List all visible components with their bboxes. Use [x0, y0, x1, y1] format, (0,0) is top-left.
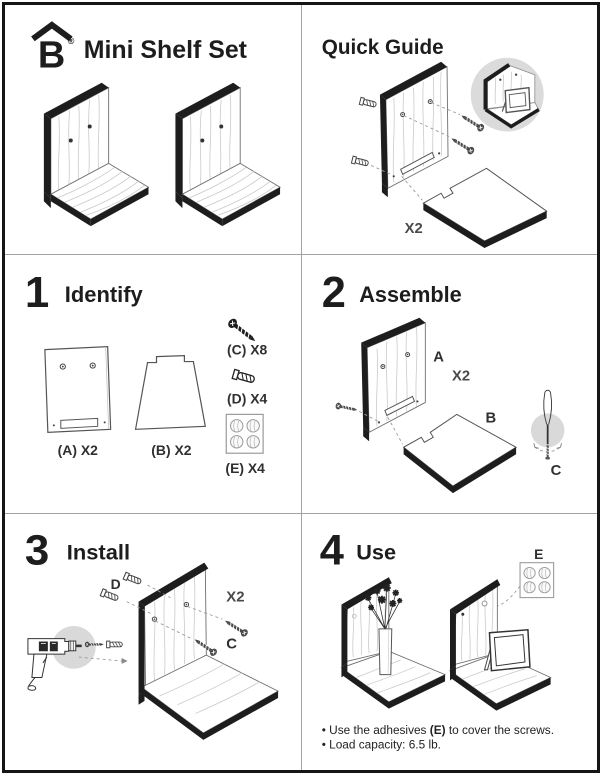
quantity-label: X2 — [405, 221, 423, 237]
step-number: 3 — [25, 527, 49, 574]
wall-anchor-icon — [231, 368, 256, 385]
wall-anchor-icon — [350, 155, 370, 168]
brand-logo: B ® — [31, 21, 75, 77]
step-title: Install — [67, 540, 130, 565]
adhesive-covers-icon — [225, 413, 264, 454]
usage-note-load: • Load capacity: 6.5 lb. — [322, 739, 441, 752]
picture-frame — [501, 86, 531, 114]
shelf-illustration — [43, 82, 150, 227]
quick-guide-title: Quick Guide — [322, 36, 444, 59]
wall-anchor-icon — [122, 571, 143, 586]
shelf-with-frame — [449, 579, 552, 711]
screw-icon — [221, 615, 251, 640]
screw-icon — [333, 400, 360, 415]
part-e-label: (E) X4 — [225, 460, 265, 476]
part-a-drawing — [44, 346, 112, 433]
label-a: A — [433, 350, 444, 366]
panel-step-3-install: 3 Install D X2 C — [5, 514, 302, 770]
part-d-label: (D) X4 — [227, 390, 268, 406]
usage-note-adhesives: • Use the adhesives (E) to cover the scr… — [322, 724, 554, 737]
adhesive-covers-icon — [519, 562, 555, 599]
part-c-label: (C) X8 — [227, 342, 268, 358]
step-title: Assemble — [359, 282, 461, 307]
panel-step-4-use: 4 Use E — [302, 514, 597, 770]
label-b: B — [486, 410, 497, 426]
assembly-diagram: A X2 B — [333, 317, 518, 494]
panel-step-1-identify: 1 Identify (A) X2 (B) X2 (C) X8 (D) X4 (… — [5, 255, 302, 514]
step-number: 1 — [25, 268, 49, 317]
screwdriver-icon — [543, 389, 553, 445]
drill-icon — [27, 638, 82, 691]
label-c: C — [226, 636, 237, 652]
quantity-label: X2 — [226, 590, 244, 606]
drill-inset — [27, 625, 128, 691]
wall-anchor-icon — [106, 640, 123, 649]
install-diagram: D X2 C — [99, 562, 280, 740]
part-b-drawing — [134, 354, 207, 430]
picture-frame — [483, 629, 531, 672]
flower-stems — [367, 588, 401, 630]
shelf-with-vase — [340, 577, 447, 709]
brand-letter: B — [38, 35, 65, 77]
exploded-shelf-diagram: X2 — [350, 61, 548, 249]
finished-shelf-inset — [470, 57, 544, 132]
part-a-label: (A) X2 — [58, 442, 99, 458]
label-d: D — [111, 577, 121, 592]
panel-step-2-assemble: 2 Assemble A X2 B — [302, 255, 597, 514]
screwdriver-inset: C — [530, 389, 565, 479]
quantity-label: X2 — [452, 368, 470, 384]
wall-anchor-icon — [358, 96, 378, 109]
step-title: Use — [356, 540, 396, 565]
step-number: 4 — [320, 527, 344, 575]
label-e: E — [534, 547, 543, 562]
part-b-label: (B) X2 — [151, 442, 192, 458]
step-number: 2 — [322, 269, 346, 317]
vase — [378, 628, 393, 676]
label-c: C — [551, 463, 562, 479]
roof-icon — [31, 21, 73, 42]
screw-icon — [447, 133, 478, 158]
panel-header: B ® Mini Shelf Set — [5, 5, 302, 255]
product-title: Mini Shelf Set — [84, 36, 247, 64]
shelf-illustration — [174, 82, 281, 227]
step-title: Identify — [65, 282, 144, 307]
arrowhead — [121, 658, 128, 664]
panel-quick-guide: Quick Guide — [302, 5, 597, 255]
registered-mark: ® — [68, 36, 75, 46]
